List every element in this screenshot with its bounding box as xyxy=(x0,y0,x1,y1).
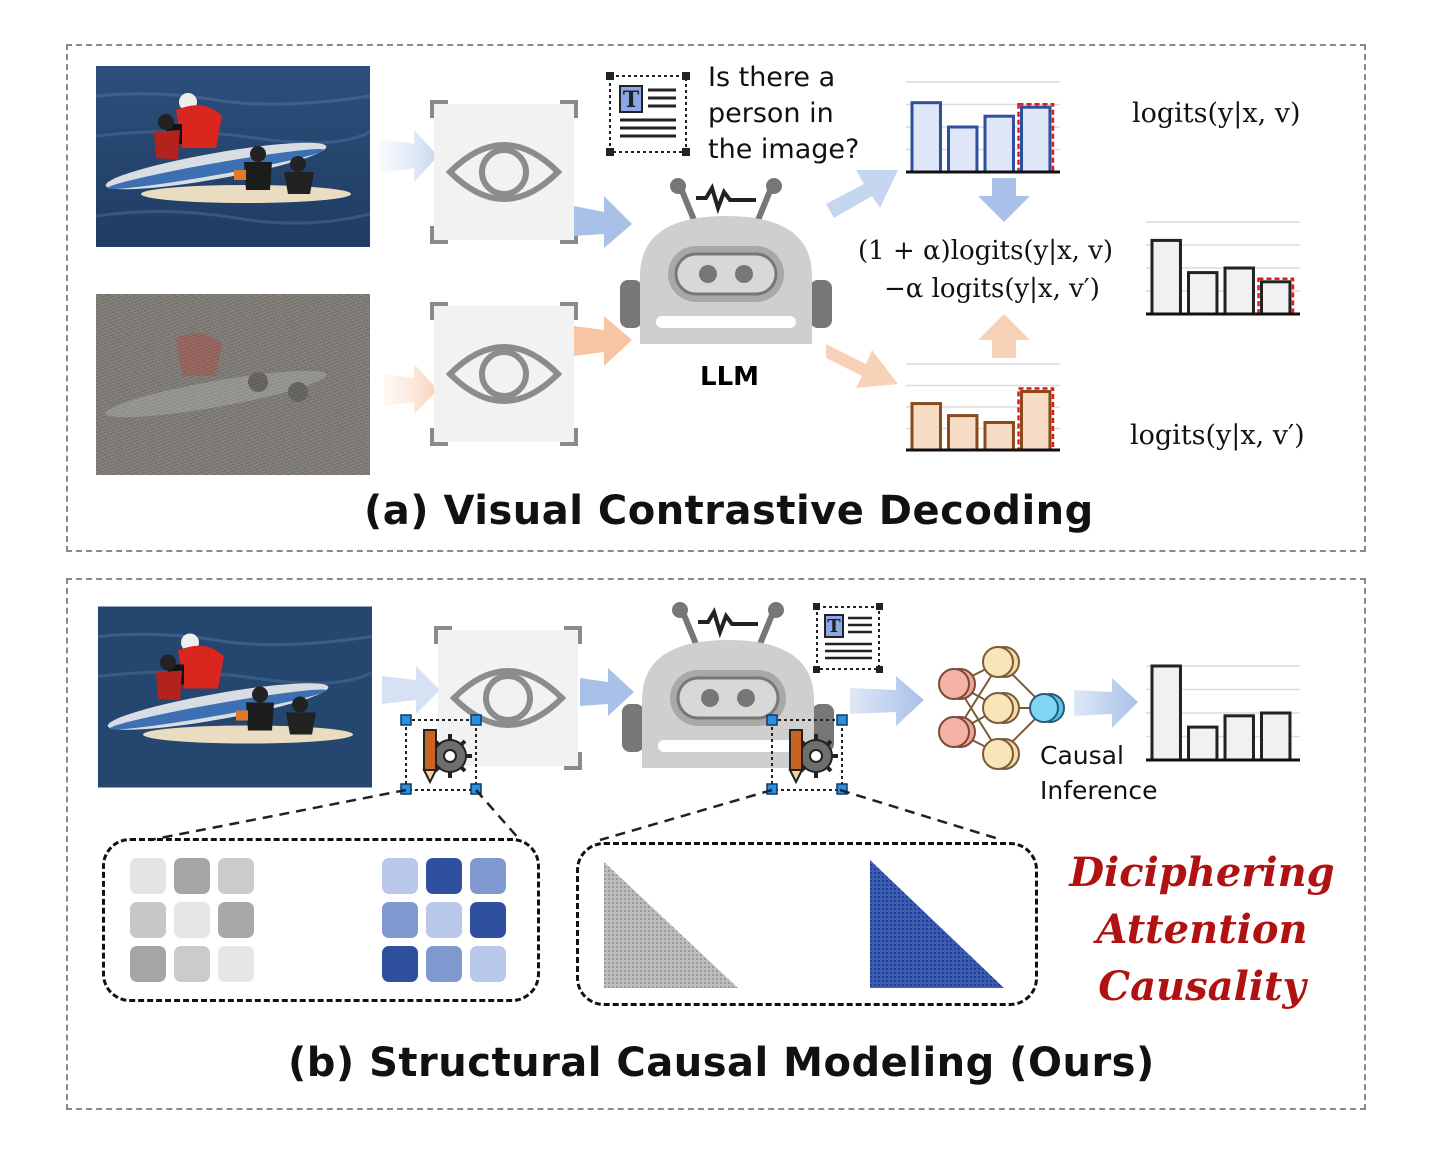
network-node-icon xyxy=(938,646,1065,770)
attention-edit-tool-icon-llm xyxy=(766,714,848,795)
arrow-down-to-formula xyxy=(978,178,1030,222)
clean-logit-bar xyxy=(947,125,979,174)
vision-encoder-box-b xyxy=(434,626,582,770)
arrow-llm-to-network xyxy=(850,676,924,726)
contrastive-logit-bar xyxy=(1150,238,1182,316)
noisy-logits-bar-chart xyxy=(906,363,1060,452)
surf-scene-image xyxy=(98,606,372,788)
gear-icon xyxy=(794,734,838,778)
attention-cell xyxy=(426,946,462,982)
panel-structural-causal-modeling xyxy=(66,578,1366,1110)
arrow-photo-to-encoder-b xyxy=(382,666,440,714)
formula-line-1: (1 + α)logits(y|x, v) xyxy=(858,236,1114,266)
attention-cell xyxy=(174,946,210,982)
arrow-photo-to-encoder xyxy=(380,130,438,182)
svg-text:T: T xyxy=(827,616,841,637)
attention-cell xyxy=(174,902,210,938)
attention-cell xyxy=(218,902,254,938)
emphasis-text: Diciphering Attention Causality xyxy=(1069,849,1335,1010)
attention-cell xyxy=(218,858,254,894)
llm-attention-zoom-box xyxy=(576,842,1038,1006)
text-document-icon: T xyxy=(606,72,690,156)
gray-causal-attention-map xyxy=(604,862,738,988)
panel-b-title: (b) Structural Causal Modeling (Ours) xyxy=(288,1040,1155,1086)
eye-icon xyxy=(449,668,567,728)
clean-logits-bar-chart xyxy=(906,81,1060,174)
blue-causal-attention-map xyxy=(870,860,1004,988)
causal-logits-bar-chart xyxy=(1146,664,1300,762)
contrastive-logit-bar xyxy=(1260,280,1292,316)
noisy-logit-bar xyxy=(910,402,942,452)
gray-attention-grid xyxy=(130,858,254,982)
attention-cell xyxy=(130,858,166,894)
attention-cell xyxy=(382,902,418,938)
highlighted-token-box xyxy=(1017,102,1055,174)
llm-label: LLM xyxy=(700,362,760,392)
attention-cell xyxy=(218,946,254,982)
arrow-llm-to-clean-logits xyxy=(826,170,898,218)
causal-logit-bar xyxy=(1223,714,1255,762)
input-photo-b xyxy=(98,606,372,788)
attention-cell xyxy=(174,858,210,894)
formula-line-2: −α logits(y|x, v′) xyxy=(884,274,1100,304)
arrow-llm-to-noisy-logits xyxy=(826,344,898,388)
attention-cell xyxy=(470,946,506,982)
attention-cell xyxy=(470,858,506,894)
arrow-noisy-encoder-to-llm xyxy=(574,316,632,366)
text-document-icon-b: T xyxy=(813,603,883,673)
causal-logit-bar xyxy=(1260,711,1292,762)
logits-label-noisy: logits(y|x, v′) xyxy=(1130,420,1305,451)
contrastive-logits-bar-chart xyxy=(1146,221,1300,316)
attention-cell xyxy=(426,858,462,894)
pencil-icon xyxy=(422,729,438,785)
attention-cell xyxy=(470,902,506,938)
panel-visual-contrastive-decoding xyxy=(66,44,1366,552)
causal-logit-bar xyxy=(1187,725,1219,762)
blue-attention-grid xyxy=(382,858,506,982)
surf-scene-image xyxy=(96,66,370,247)
vision-encoder-box-noisy xyxy=(430,302,578,446)
arrow-network-to-chart xyxy=(1074,678,1138,728)
arrow-noisy-to-encoder xyxy=(384,364,438,414)
logits-label-clean: logits(y|x, v) xyxy=(1132,98,1301,129)
vision-encoder-box xyxy=(430,100,578,244)
contrastive-logit-bar xyxy=(1223,266,1255,316)
clean-logit-bar xyxy=(1020,105,1052,174)
attention-cell xyxy=(382,858,418,894)
visual-attention-zoom-box xyxy=(102,838,540,1002)
arrow-up-to-formula xyxy=(978,314,1030,358)
question-text: Is there a person in the image? xyxy=(708,62,860,165)
noisy-logit-bar xyxy=(947,414,979,452)
llm-robot-icon xyxy=(620,178,832,344)
eye-icon xyxy=(445,142,563,202)
panel-a-title: (a) Visual Contrastive Decoding xyxy=(364,488,1094,534)
arrow-encoder-to-llm-b xyxy=(580,668,634,716)
attention-cell xyxy=(382,946,418,982)
clean-logit-bar xyxy=(983,114,1015,174)
noisy-logit-bar xyxy=(983,420,1015,452)
attention-cell xyxy=(130,946,166,982)
input-photo xyxy=(96,66,370,247)
eye-icon xyxy=(445,344,563,404)
attention-cell xyxy=(130,902,166,938)
causal-network-icon xyxy=(938,646,1065,770)
attention-edit-tool-icon xyxy=(400,714,482,795)
causal-inference-label: Causal Inference xyxy=(1040,741,1158,805)
svg-text:T: T xyxy=(623,87,640,113)
highlighted-token-box xyxy=(1257,277,1295,316)
noisy-photo xyxy=(96,294,370,475)
noisy-logit-bar xyxy=(1020,390,1052,452)
causal-logit-bar xyxy=(1150,664,1182,762)
attention-cell xyxy=(426,902,462,938)
contrastive-logit-bar xyxy=(1187,271,1219,316)
clean-logit-bar xyxy=(910,101,942,174)
pencil-icon xyxy=(788,729,804,785)
arrow-encoder-to-llm xyxy=(574,196,632,248)
zoom-connector-lines xyxy=(149,788,1003,842)
